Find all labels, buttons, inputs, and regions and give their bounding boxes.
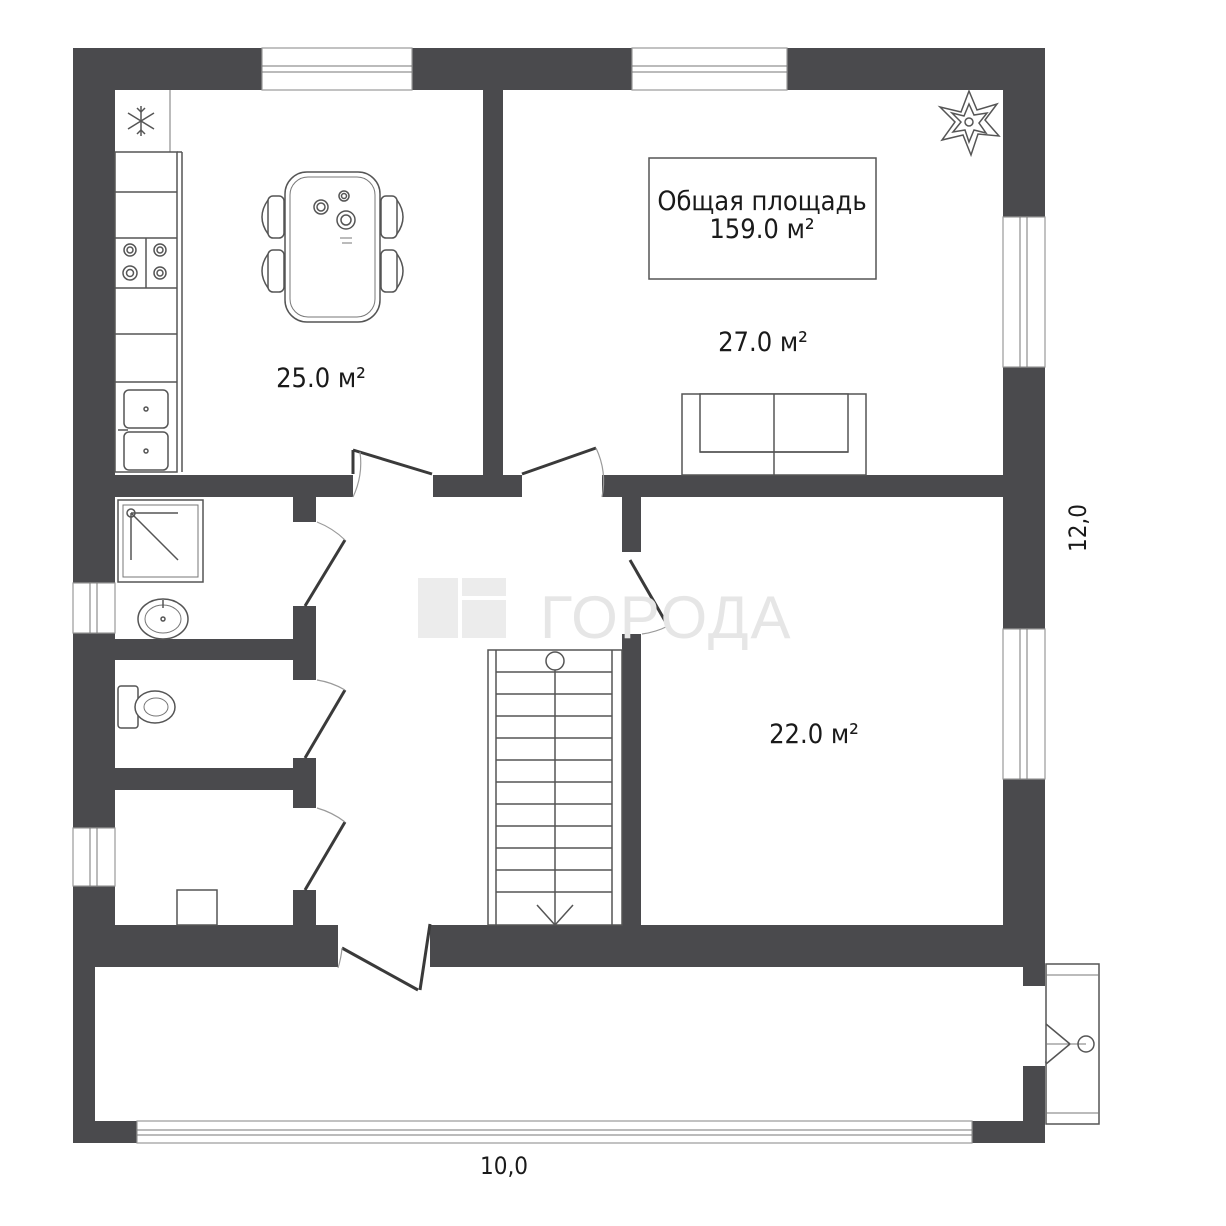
watermark: ГОРОДА bbox=[418, 578, 793, 651]
bedroom-floor bbox=[641, 497, 1003, 925]
total-area-label: Общая площадь bbox=[657, 186, 866, 217]
windows bbox=[72, 47, 1046, 1144]
stove bbox=[122, 243, 167, 281]
door-bathroom bbox=[303, 521, 347, 607]
sofa bbox=[681, 393, 867, 476]
chair bbox=[261, 249, 285, 293]
bedroom-area-label: 22.0 м² bbox=[769, 719, 859, 750]
window-terrace-bottom bbox=[136, 1120, 973, 1144]
chair bbox=[380, 195, 404, 239]
window-storage-left bbox=[72, 827, 116, 887]
watermark-logo bbox=[418, 578, 506, 638]
terrace-floor bbox=[95, 967, 1023, 1121]
plant-icon bbox=[937, 88, 1001, 158]
stairs-arrow-icon bbox=[536, 904, 574, 927]
living-room-furniture: Общая площадь 159.0 м² bbox=[648, 88, 1001, 476]
kitchen-area-label: 25.0 м² bbox=[276, 363, 366, 394]
entrance-direction-icon bbox=[1077, 1035, 1095, 1053]
kitchen-sink bbox=[118, 389, 169, 471]
storage-box bbox=[176, 889, 218, 926]
height-dimension: 12,0 bbox=[1064, 504, 1092, 552]
toilet bbox=[117, 685, 176, 729]
snowflake-icon bbox=[127, 106, 155, 136]
window-bedroom-right bbox=[1002, 628, 1046, 780]
stairs-start-icon bbox=[545, 651, 565, 671]
door-storage bbox=[303, 807, 347, 891]
door-kitchen bbox=[351, 448, 433, 498]
total-area-value: 159.0 м² bbox=[709, 214, 814, 245]
window-living-right bbox=[1002, 216, 1046, 368]
bathroom-fixtures bbox=[117, 499, 218, 926]
door-bedroom bbox=[628, 559, 670, 635]
chair bbox=[261, 195, 285, 239]
shower bbox=[117, 499, 204, 583]
watermark-text: ГОРОДА bbox=[540, 584, 793, 651]
door-toilet bbox=[303, 679, 347, 759]
window-bathroom-left bbox=[72, 582, 116, 634]
total-area-box: Общая площадь 159.0 м² bbox=[648, 157, 877, 280]
entrance-porch bbox=[1045, 963, 1100, 1125]
bathroom-sink bbox=[137, 598, 189, 640]
window-kitchen-top bbox=[261, 47, 413, 91]
dining-table bbox=[261, 171, 404, 323]
staircase bbox=[487, 649, 623, 927]
door-living bbox=[521, 446, 605, 498]
window-living-top bbox=[631, 47, 788, 91]
door-terrace bbox=[337, 923, 432, 992]
living-room-area-label: 27.0 м² bbox=[718, 327, 808, 358]
chair bbox=[380, 249, 404, 293]
fridge bbox=[127, 90, 171, 152]
kitchen-furniture bbox=[114, 90, 404, 473]
width-dimension: 10,0 bbox=[480, 1152, 528, 1180]
